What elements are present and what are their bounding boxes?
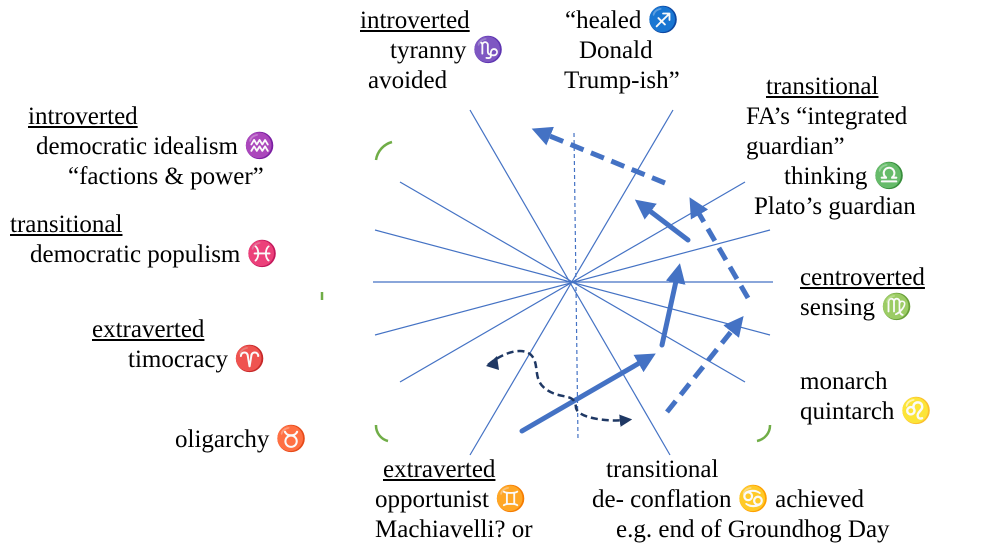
label-heading: extraverted [383,456,496,483]
label-line: “healed ♐ [565,7,679,34]
wheel-spokes [373,109,773,456]
label-left-upper: introverted democratic idealism ♒ “facti… [6,102,275,192]
label-line: quintarch ♌ [800,398,932,425]
label-line: democratic idealism ♒ [36,133,276,160]
dashed-curve-start-arrowhead [486,356,499,370]
label-right-lower: monarch quintarch ♌ [800,367,932,427]
label-top-left: introverted tyranny ♑ avoided [360,6,504,96]
label-line: sensing ♍ [800,294,913,321]
label-right-mid: centroverted sensing ♍ [800,263,925,323]
label-top-right: transitional FA’s “integrated guardian” … [746,72,916,222]
label-left-bottom: oligarchy ♉ [175,425,307,455]
label-line: Plato’s guardian [754,193,916,220]
label-line: Machiavelli? or [375,516,533,543]
dashed-arrow-2 [689,197,751,300]
label-line: guardian” [746,133,845,160]
label-line: FA’s “integrated [746,103,908,130]
label-line: transitional [606,456,719,483]
label-heading: introverted [360,7,470,34]
spoke-1 [469,109,671,456]
label-line: timocracy ♈ [128,346,266,373]
label-heading: introverted [28,103,138,130]
dashed-curve-arrow [487,349,633,427]
green-circle-fragments [320,140,772,443]
solid-arrow-2 [659,263,686,348]
label-heading: transitional [766,73,879,100]
label-line: tyranny ♑ [390,37,504,64]
label-heading: extraverted [92,316,205,343]
spoke-6 [374,229,771,336]
solid-arrow-3 [634,199,691,243]
label-line: Trump-ish” [564,67,680,94]
label-line: avoided [368,67,448,94]
label-left-mid: transitional democratic populism ♓ [10,210,278,270]
label-bottom-right: transitional de- conflation ♋ achieved e… [582,455,890,545]
label-heading: transitional [10,211,123,238]
label-line: democratic populism ♓ [30,241,278,268]
label-top-center: “healed ♐ Donald Trump-ish” [564,6,680,96]
dashed-arrows [531,126,751,414]
label-line: opportunist ♊ [375,486,527,513]
label-bottom-left: extraverted opportunist ♊ Machiavelli? o… [375,455,533,545]
label-line: e.g. end of Groundhog Day [616,516,890,543]
label-line: Donald [579,37,653,64]
dashed-arrow-3 [531,126,666,186]
label-heading: centroverted [800,264,925,291]
label-line: thinking ♎ [784,163,905,190]
label-line: oligarchy ♉ [175,426,307,453]
solid-arrows [519,199,691,434]
label-line: monarch [800,368,888,395]
solid-arrow-1 [519,353,656,434]
vertical-dashed-axis [573,132,579,441]
dashed-arrow-1 [665,315,744,414]
label-line: de- conflation ♋ achieved [592,486,864,513]
label-left-lower: extraverted timocracy ♈ [92,315,265,375]
label-line: “factions & power” [68,163,264,190]
